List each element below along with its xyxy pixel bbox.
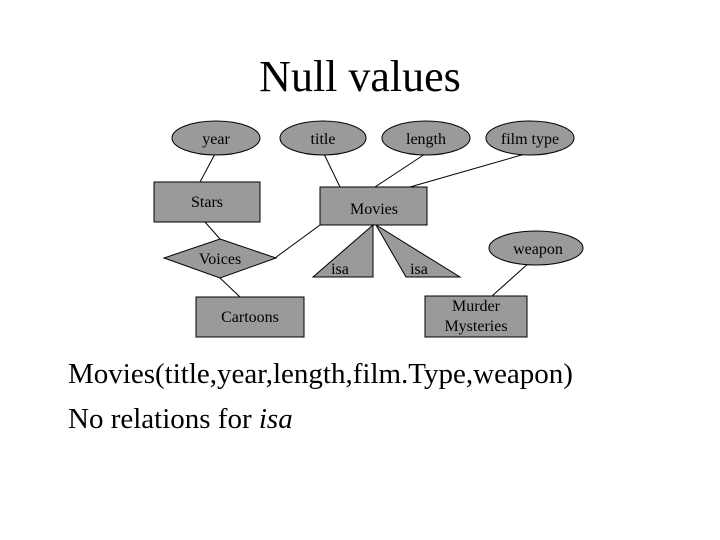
attribute-year-label: year bbox=[202, 131, 230, 148]
line-movies-length bbox=[374, 153, 426, 188]
entity-movies: Movies bbox=[319, 186, 428, 226]
entity-cartoons-label: Cartoons bbox=[221, 309, 279, 326]
line-murder-weapon bbox=[491, 261, 531, 297]
connectors bbox=[199, 153, 531, 298]
entity-murder-mysteries: Murder Mysteries bbox=[424, 295, 528, 338]
schema-line: Movies(title,year,length,film.Type,weapo… bbox=[68, 358, 573, 390]
attribute-length: length bbox=[381, 120, 471, 156]
attribute-title-label: title bbox=[311, 131, 336, 148]
attribute-title: title bbox=[279, 120, 367, 156]
isa-right-label: isa bbox=[410, 261, 428, 278]
entity-movies-label: Movies bbox=[350, 201, 398, 218]
line-voices-cartoons bbox=[219, 277, 241, 298]
slide-title: Null values bbox=[259, 52, 461, 101]
isa-note-line: No relations for isa bbox=[68, 402, 293, 436]
isa-note-italic: isa bbox=[258, 403, 293, 435]
isa-note-prefix: No relations for bbox=[68, 403, 259, 435]
attribute-weapon: weapon bbox=[488, 230, 584, 266]
line-voices-movies bbox=[274, 224, 321, 259]
attribute-weapon-label: weapon bbox=[513, 241, 563, 258]
isa-left-triangle: isa bbox=[311, 223, 374, 278]
entity-cartoons: Cartoons bbox=[195, 296, 305, 338]
relationship-voices: Voices bbox=[162, 238, 278, 279]
entity-murder-mysteries-label-line2: Mysteries bbox=[444, 318, 507, 335]
entity-stars-label: Stars bbox=[191, 194, 223, 211]
entity-murder-mysteries-label-line1: Murder bbox=[452, 298, 501, 315]
attribute-film-type-label: film type bbox=[501, 131, 559, 148]
line-movies-title bbox=[323, 153, 341, 188]
line-stars-voices bbox=[204, 221, 221, 240]
attribute-film-type: film type bbox=[485, 120, 575, 156]
line-stars-year bbox=[199, 153, 216, 183]
attribute-year: year bbox=[171, 120, 261, 156]
isa-left-label: isa bbox=[331, 261, 349, 278]
relationship-voices-label: Voices bbox=[199, 251, 241, 268]
entity-stars: Stars bbox=[153, 181, 261, 223]
attribute-length-label: length bbox=[406, 131, 446, 148]
isa-right-triangle: isa bbox=[375, 224, 462, 278]
line-movies-film-type bbox=[409, 153, 526, 188]
